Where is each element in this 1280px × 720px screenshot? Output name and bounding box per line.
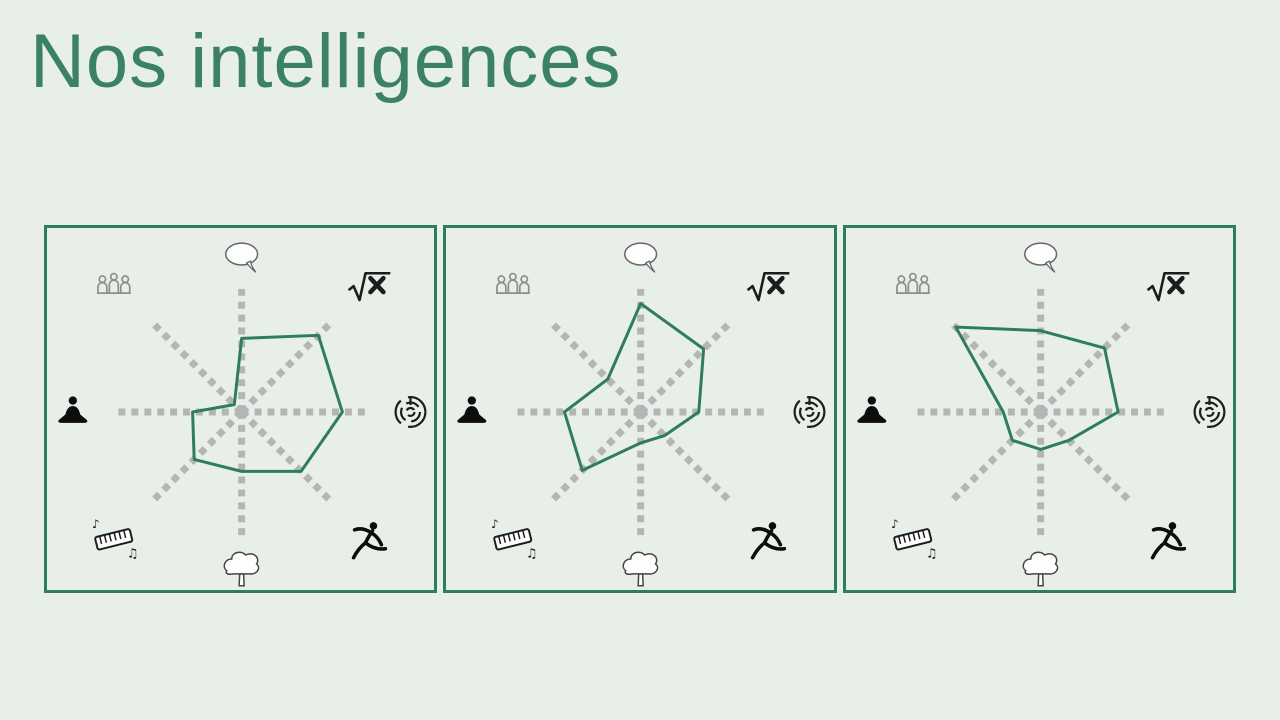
sqrt-x-icon [347,271,391,302]
radar-panels-row: ♪♫ ♪♫ ♪♫ [44,225,1236,593]
people-group-icon [496,272,531,294]
svg-text:♪: ♪ [891,517,899,531]
meditation-icon [457,396,487,423]
intelligence-profile-polygon [191,333,344,473]
svg-text:♫: ♫ [127,547,139,562]
radar-axis-spoke [638,318,735,415]
svg-text:♪: ♪ [491,517,499,531]
speech-bubble-icon [225,242,259,273]
piano-icon: ♪♫ [491,517,537,562]
maze-icon [394,395,427,428]
radar-axis-spoke [1037,409,1135,506]
piano-icon: ♪♫ [92,517,138,562]
intelligence-profile-polygon [953,325,1120,451]
dancer-icon [1150,522,1186,560]
radar-axis-spoke [946,318,1043,415]
tree-icon [223,551,260,587]
maze-icon [1193,395,1226,428]
people-group-icon [895,272,930,294]
page-title: Nos intelligences [30,19,622,104]
maze-icon [793,395,826,428]
radar-axis-spoke [547,318,644,415]
radar-chart: ♪♫ [457,242,826,587]
svg-text:♪: ♪ [92,517,100,531]
radar-axis-spoke [547,409,644,506]
radar-axis-spoke [1037,318,1135,415]
radar-axis-spoke [638,409,735,506]
intelligence-profile-polygon [563,302,706,472]
radar-panel-2: ♪♫ [443,225,837,593]
radar-chart: ♪♫ [58,242,427,587]
dancer-icon [351,522,388,560]
radar-axis-spoke [147,318,245,415]
tree-icon [622,551,659,587]
piano-icon: ♪♫ [891,517,937,562]
svg-text:♫: ♫ [526,547,538,562]
speech-bubble-icon [1023,242,1057,273]
radar-axis-spoke [946,409,1043,506]
radar-panel-1: ♪♫ [44,225,438,593]
radar-panel-3: ♪♫ [842,225,1236,593]
sqrt-x-icon [1146,271,1189,302]
meditation-icon [856,396,886,423]
people-group-icon [96,272,131,294]
dancer-icon [751,522,787,560]
tree-icon [1022,551,1058,587]
radar-axis-spoke [147,409,245,506]
sqrt-x-icon [747,271,790,302]
radar-axis-spoke [239,409,336,506]
radar-chart: ♪♫ [856,242,1226,587]
svg-text:♫: ♫ [925,547,937,562]
speech-bubble-icon [624,242,658,273]
meditation-icon [58,396,88,423]
